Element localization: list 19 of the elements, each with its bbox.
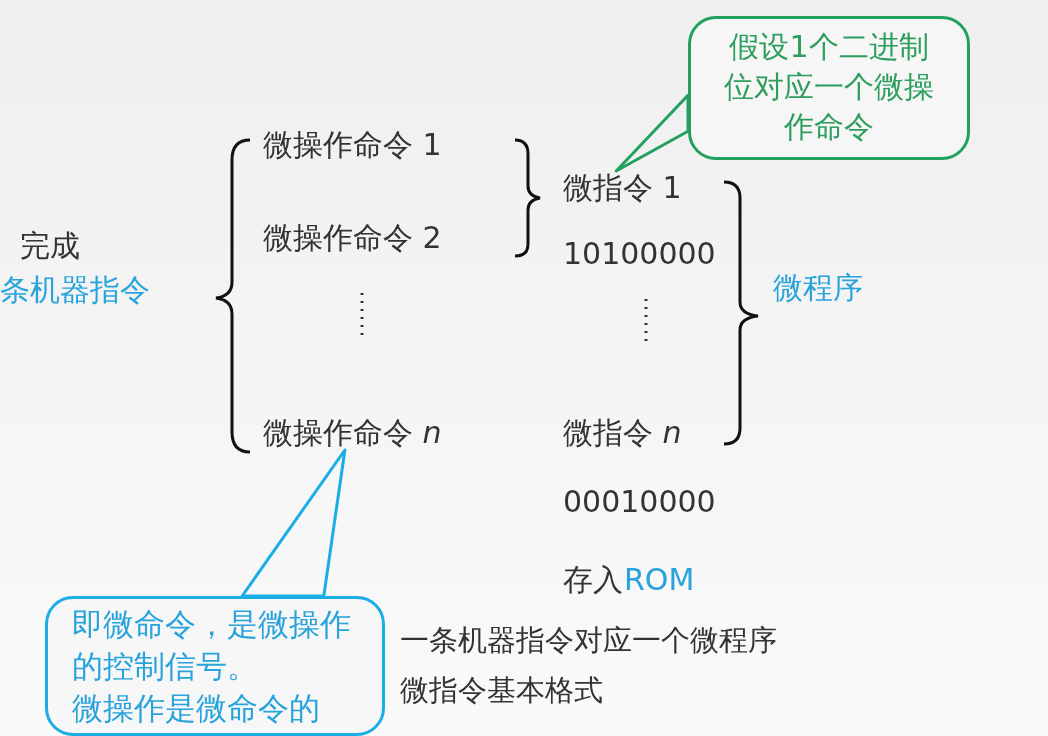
label-text: 微操作命令 2 — [263, 219, 442, 257]
label-text: 条机器指令 — [0, 271, 150, 309]
node-text: 微指令 1 — [563, 168, 703, 208]
callout-bubble — [45, 596, 385, 736]
label-text: 完成 — [20, 227, 80, 265]
label-text: ROM — [624, 561, 695, 599]
label-text: 00010000 — [563, 483, 716, 521]
callout-bubble — [688, 16, 970, 160]
label-text: 微指令基本格式 — [400, 672, 603, 709]
label-text: 微操作命令 1 — [263, 126, 442, 164]
label-text: 微指令 n — [563, 414, 682, 452]
callout-text: 微操作是微命令的 — [72, 689, 321, 728]
node-text: 微操作命令 n — [263, 413, 473, 453]
label-text: 微程序 — [773, 269, 863, 307]
callout-text: 假设1个二进制位对应一个微操作命令 — [723, 28, 935, 146]
callout-text: 即微命令，是微操作的控制信号。 — [72, 605, 352, 686]
label-text: 10100000 — [563, 235, 716, 273]
label-text: 存入 — [563, 561, 623, 599]
label-text: 一条机器指令对应一个微程序 — [400, 622, 777, 659]
